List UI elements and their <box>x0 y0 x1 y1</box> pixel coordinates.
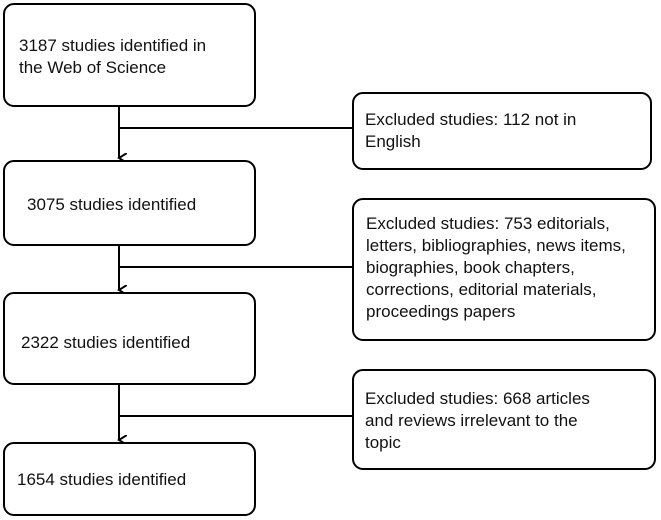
step-text-line: 1654 studies identified <box>17 470 187 489</box>
exclusion-text-line: and reviews irrelevant to the <box>365 411 578 430</box>
step-box-identified-wos: 3187 studies identified in the Web of Sc… <box>3 3 256 107</box>
exclusion-text-line: biographies, book chapters, <box>366 258 575 277</box>
step-text-line: the Web of Science <box>19 58 167 77</box>
exclusion-text-line: Excluded studies: 112 not in <box>365 110 577 129</box>
step-box-1654: 1654 studies identified <box>3 442 256 516</box>
step-text-line: 3075 studies identified <box>27 195 197 214</box>
step-box-3075: 3075 studies identified <box>3 160 256 246</box>
exclusion-box-not-english: Excluded studies: 112 not in English <box>352 92 652 170</box>
exclusion-text-line: letters, bibliographies, news items, <box>366 236 626 255</box>
step-text-line: 2322 studies identified <box>21 333 191 352</box>
exclusion-text-line: English <box>365 132 421 151</box>
exclusion-text-line: corrections, editorial materials, <box>366 280 597 299</box>
exclusion-text-line: proceedings papers <box>366 302 516 321</box>
exclusion-text-line: Excluded studies: 668 articles <box>365 389 590 408</box>
exclusion-text-line: topic <box>365 433 401 452</box>
exclusion-box-irrelevant: Excluded studies: 668 articles and revie… <box>352 369 656 470</box>
step-text-line: 3187 studies identified in <box>19 36 207 55</box>
step-box-2322: 2322 studies identified <box>3 292 256 385</box>
exclusion-box-document-types: Excluded studies: 753 editorials, letter… <box>352 198 656 341</box>
exclusion-text-line: Excluded studies: 753 editorials, <box>366 214 610 233</box>
